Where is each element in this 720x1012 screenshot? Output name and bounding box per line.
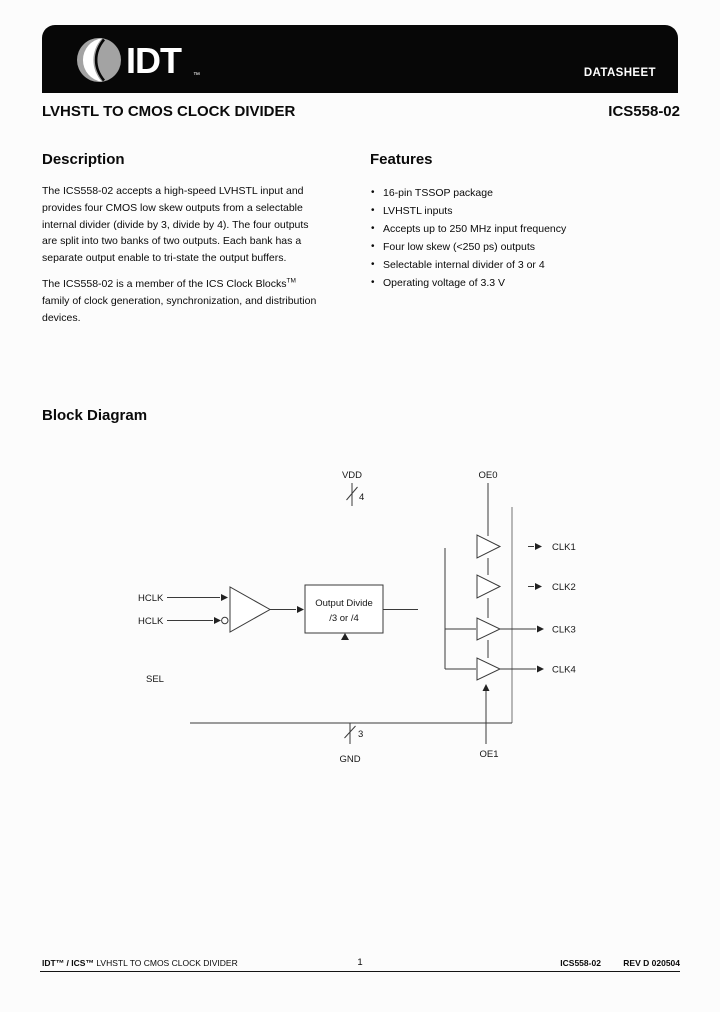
hclk-p-label: HCLK xyxy=(138,593,164,604)
sel-label: SEL xyxy=(146,674,164,685)
sel-up-arrow-icon xyxy=(341,633,349,640)
input-receiver-triangle xyxy=(229,586,272,633)
logo-text: IDT xyxy=(126,40,182,81)
description-paragraph-1: The ICS558-02 accepts a high-speed LVHST… xyxy=(42,185,309,265)
description-paragraph-2: The ICS558-02 is a member of the ICS Clo… xyxy=(42,276,360,326)
hclk-n-label: HCLK xyxy=(138,616,164,627)
clk1-buffer-triangle xyxy=(476,534,502,559)
part-number: ICS558-02 xyxy=(608,103,680,120)
clk3-label: CLK3 xyxy=(552,625,576,636)
feature-item: LVHSTL inputs xyxy=(370,202,670,220)
clk2-buffer-triangle xyxy=(476,574,502,599)
clk2-label: CLK2 xyxy=(552,582,576,593)
block-diagram: Output Divide /3 or /4 VDD 4 OE0 HCLK HC… xyxy=(138,470,576,765)
hclk-p-arrow-icon xyxy=(221,594,228,601)
footer-left: IDT™ / ICS™ LVHSTL TO CMOS CLOCK DIVIDER xyxy=(42,958,238,968)
footer-part-number: ICS558-02 xyxy=(560,958,601,968)
header-bar: IDT ™ DATASHEET xyxy=(42,25,678,93)
title-row: LVHSTL TO CMOS CLOCK DIVIDER ICS558-02 xyxy=(42,103,680,120)
description-body: The ICS558-02 accepts a high-speed LVHST… xyxy=(42,183,360,326)
divider-label-line1: Output Divide xyxy=(315,598,373,609)
clk1-arrow-icon xyxy=(535,543,542,550)
clk4-arrow-icon xyxy=(537,665,544,673)
clk3-arrow-icon xyxy=(537,625,544,633)
clk1-label: CLK1 xyxy=(552,542,576,553)
feature-item: 16-pin TSSOP package xyxy=(370,184,670,202)
trademark-superscript: TM xyxy=(286,277,296,285)
features-heading: Features xyxy=(370,151,433,168)
description-paragraph-2-line1: The ICS558-02 is a member of the ICS Clo… xyxy=(42,277,287,290)
oe0-label: OE0 xyxy=(478,470,497,481)
footer-rule xyxy=(40,971,680,972)
feature-item: Operating voltage of 3.3 V xyxy=(370,274,670,292)
page-title: LVHSTL TO CMOS CLOCK DIVIDER xyxy=(42,103,296,120)
idt-globe-crescent xyxy=(82,38,102,82)
footer-revision: REV D 020504 xyxy=(623,958,680,968)
inverting-input-bubble xyxy=(221,616,229,625)
gnd-bus-width: 3 xyxy=(358,729,363,740)
clk4-buffer-triangle xyxy=(476,657,502,681)
gnd-bus-slash xyxy=(344,725,356,739)
footer-brand: IDT™ / ICS™ xyxy=(42,958,94,968)
hclk-n-arrow-icon xyxy=(214,617,221,624)
feature-item: Selectable internal divider of 3 or 4 xyxy=(370,256,670,274)
feature-item: Four low skew (<250 ps) outputs xyxy=(370,238,670,256)
idt-logo: IDT ™ xyxy=(77,38,200,82)
vdd-label: VDD xyxy=(342,470,362,481)
feature-item: Accepts up to 250 MHz input frequency xyxy=(370,220,670,238)
footer-page-number: 1 xyxy=(357,957,363,968)
vdd-bus-width: 4 xyxy=(359,492,364,503)
clk3-buffer-triangle xyxy=(476,617,502,641)
receiver-output-arrow-icon xyxy=(297,606,304,613)
clk4-label: CLK4 xyxy=(552,665,576,676)
footer-doc-title: LVHSTL TO CMOS CLOCK DIVIDER xyxy=(96,958,238,968)
footer-right: ICS558-02 REV D 020504 xyxy=(560,958,680,968)
block-diagram-heading: Block Diagram xyxy=(42,407,148,424)
oe1-up-arrow-icon xyxy=(482,684,490,691)
divider-label-line2: /3 or /4 xyxy=(329,613,359,624)
idt-globe-slit xyxy=(94,38,106,82)
clk2-arrow-icon xyxy=(535,583,542,590)
description-paragraph-2-rest: family of clock generation, synchronizat… xyxy=(42,294,317,324)
logo-trademark: ™ xyxy=(193,72,200,79)
oe1-label: OE1 xyxy=(479,749,498,760)
datasheet-label: DATASHEET xyxy=(583,67,656,79)
vdd-bus-slash xyxy=(346,486,358,501)
features-list: 16-pin TSSOP package LVHSTL inputs Accep… xyxy=(370,184,670,292)
gnd-label: GND xyxy=(339,754,360,765)
output-divider-box xyxy=(304,584,384,634)
description-heading: Description xyxy=(42,151,125,168)
